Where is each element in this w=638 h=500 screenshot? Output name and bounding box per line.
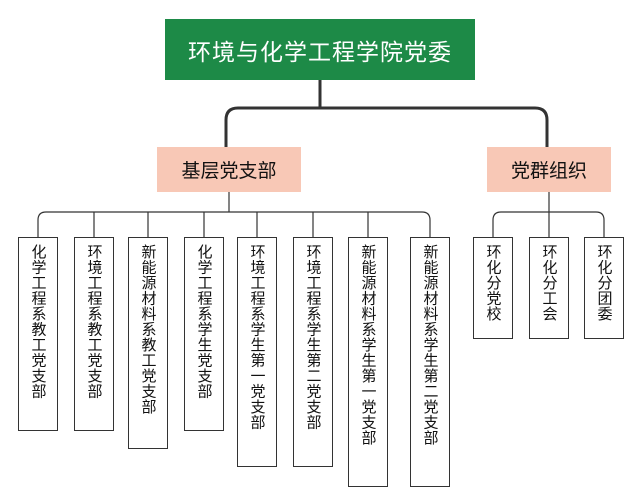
leaf-node: 环境工程系学生第一党支部 <box>237 237 277 467</box>
leaf-node-label: 新能源材料系教工党支部 <box>139 244 158 415</box>
leaf-node-label: 环化分工会 <box>540 244 559 322</box>
root-node: 环境与化学工程学院党委 <box>165 19 475 80</box>
root-connector <box>224 80 549 147</box>
leaf-node: 新能源材料系学生第二党支部 <box>410 237 450 487</box>
branch-node-label: 基层党支部 <box>181 160 277 182</box>
left-branch-connector <box>37 192 431 237</box>
leaf-node: 新能源材料系学生第一党支部 <box>348 237 388 487</box>
leaf-node-label: 环化分团委 <box>595 244 614 322</box>
branch-node-label: 党群组织 <box>510 160 587 182</box>
branch-node-mass-organizations: 党群组织 <box>487 147 611 192</box>
right-branch-connector <box>492 192 605 237</box>
leaf-node: 环境工程系学生第二党支部 <box>293 237 333 467</box>
leaf-node-label: 环境工程系学生第一党支部 <box>248 244 267 430</box>
leaf-node: 化学工程系教工党支部 <box>18 237 58 431</box>
leaf-node-label: 环境工程系学生第二党支部 <box>304 244 323 430</box>
leaf-node-label: 环境工程系教工党支部 <box>85 244 104 399</box>
root-node-label: 环境与化学工程学院党委 <box>188 39 452 66</box>
leaf-node-label: 化学工程系教工党支部 <box>29 244 48 399</box>
leaf-node: 环化分党校 <box>473 237 513 339</box>
leaf-node-label: 化学工程系学生党支部 <box>195 244 214 399</box>
leaf-node-label: 新能源材料系学生第一党支部 <box>359 244 378 446</box>
leaf-node: 化学工程系学生党支部 <box>184 237 224 431</box>
leaf-node: 环化分团委 <box>584 237 624 339</box>
leaf-node-label: 环化分党校 <box>484 244 503 322</box>
leaf-node: 新能源材料系教工党支部 <box>128 237 168 449</box>
leaf-node: 环化分工会 <box>529 237 569 339</box>
leaf-node-label: 新能源材料系学生第二党支部 <box>421 244 440 446</box>
branch-node-grassroots: 基层党支部 <box>157 147 301 192</box>
leaf-node: 环境工程系教工党支部 <box>74 237 114 431</box>
